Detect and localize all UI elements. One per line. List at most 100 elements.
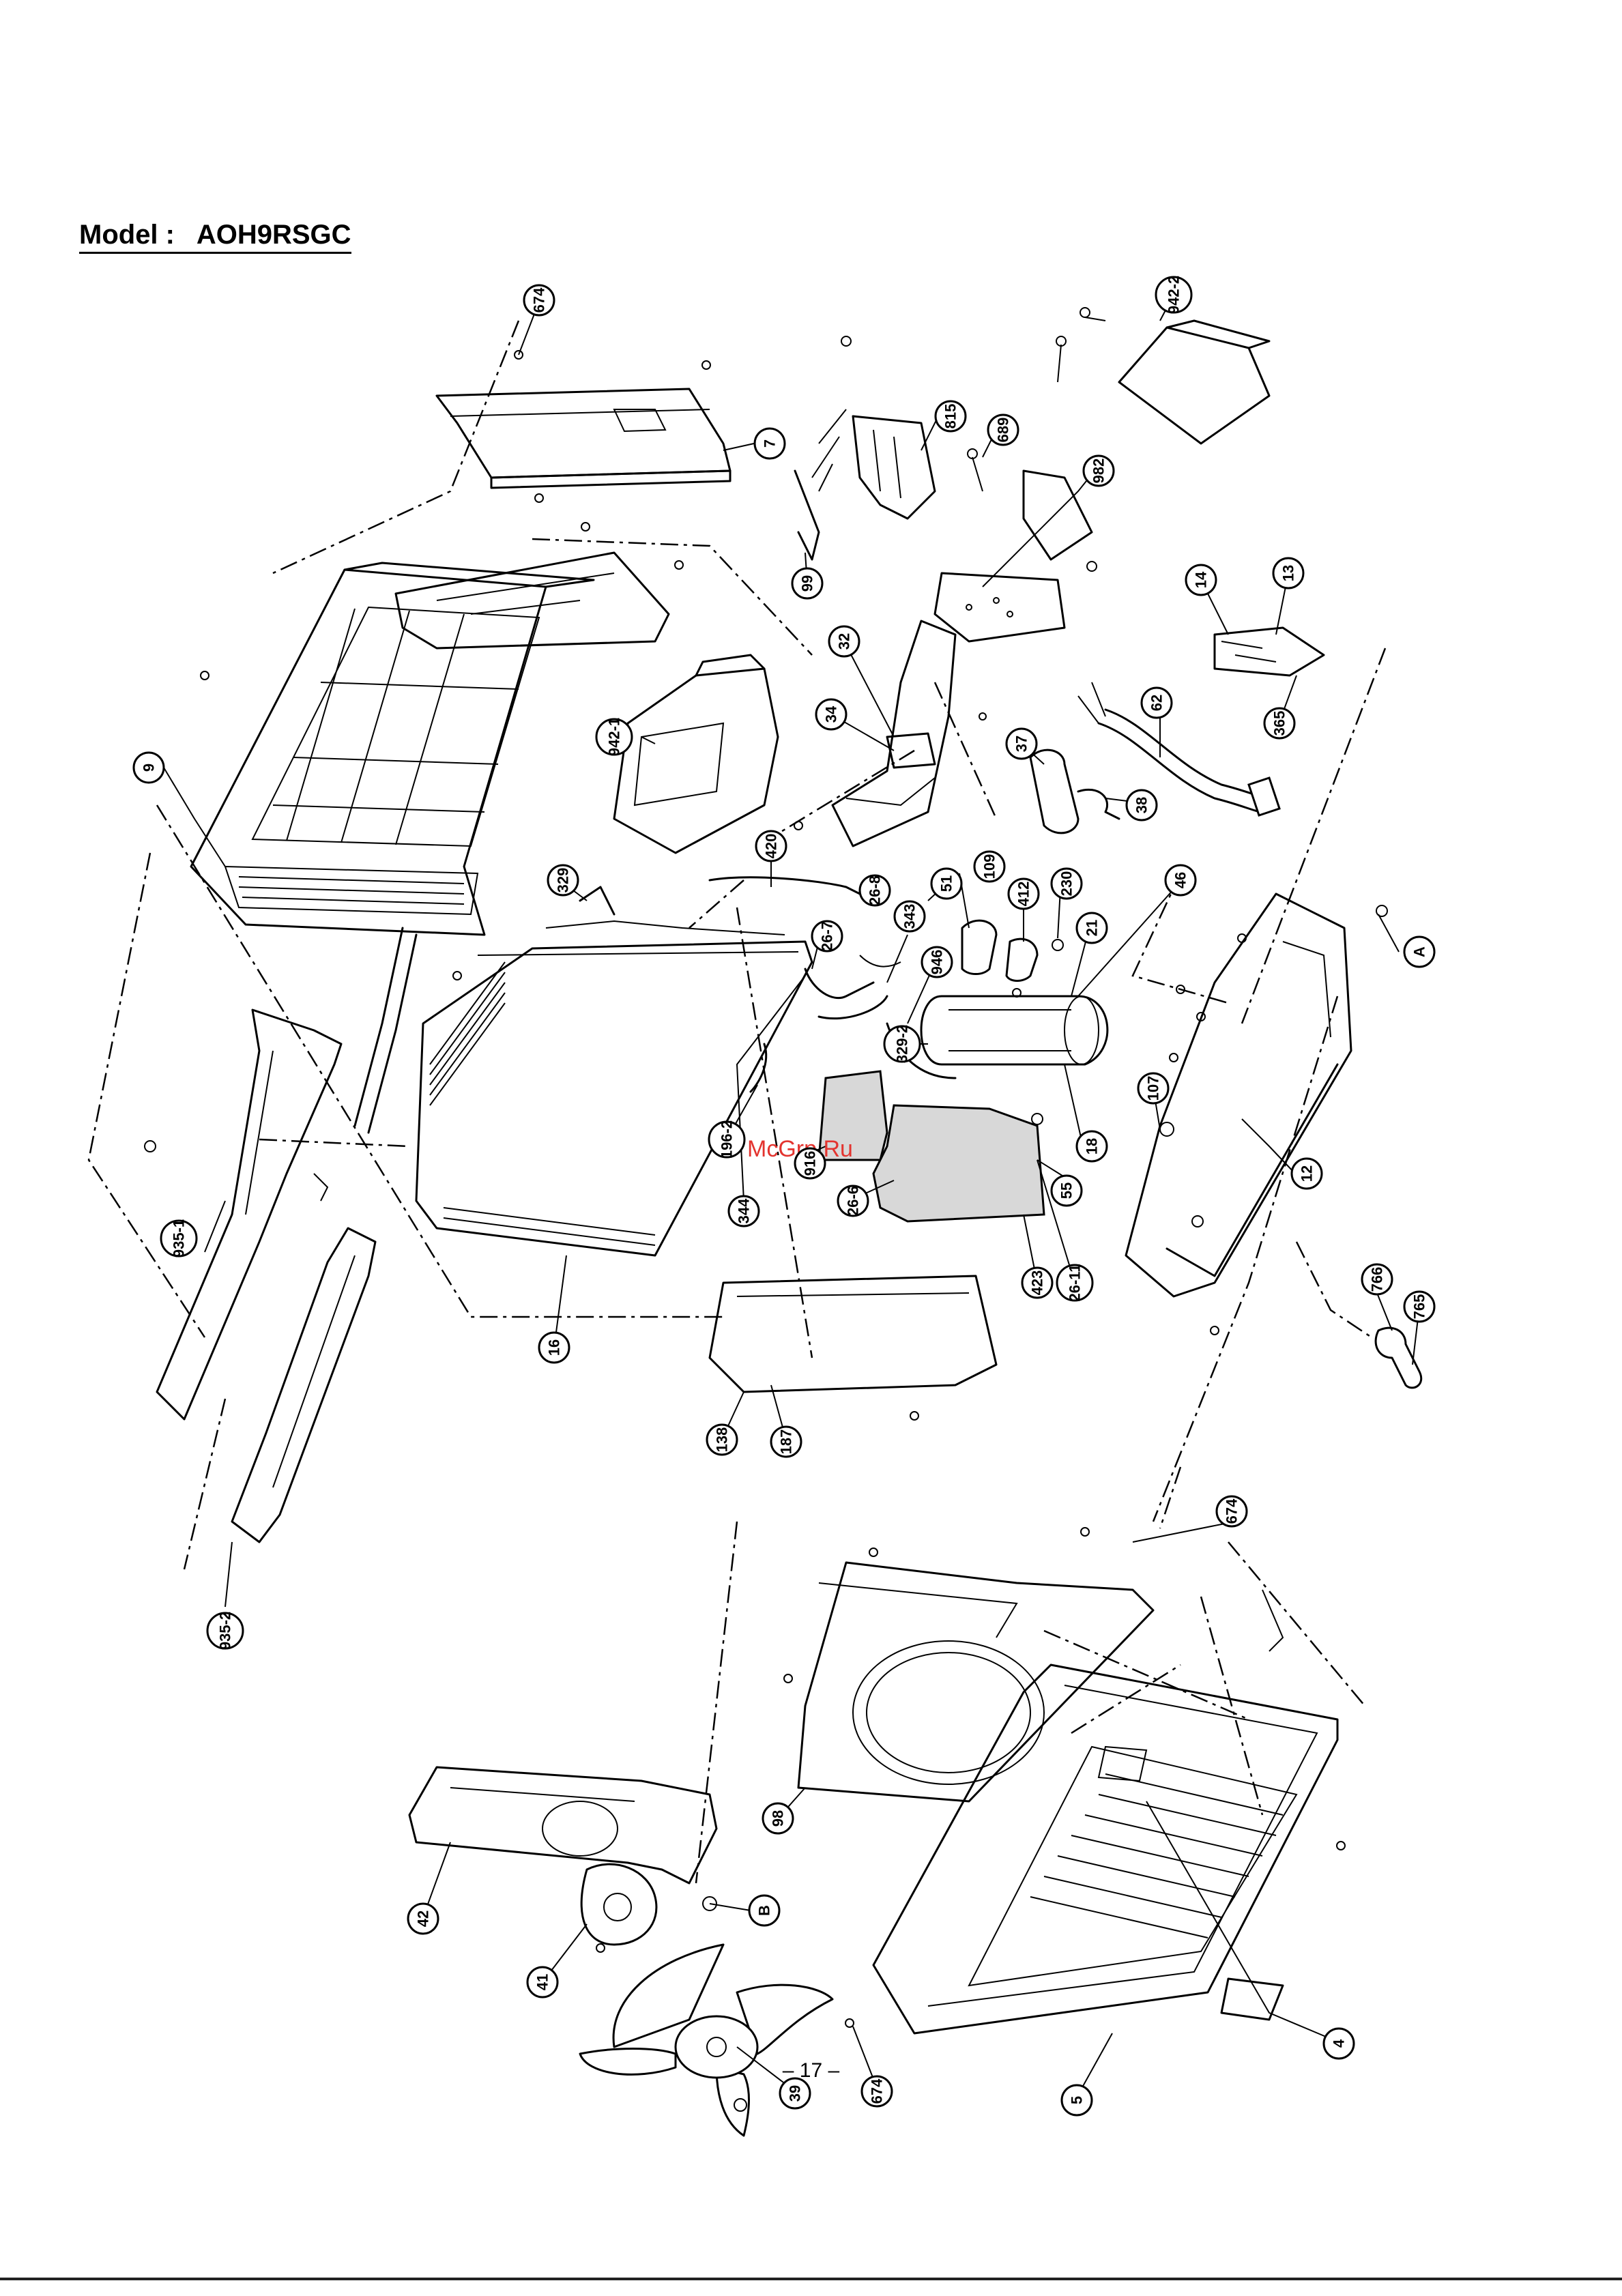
svg-text:62: 62 [1148, 695, 1165, 711]
callout-16: 16 [539, 1333, 569, 1363]
svg-text:412: 412 [1015, 882, 1032, 907]
callout-138: 138 [707, 1425, 737, 1455]
callout-935-1: 935-1 [161, 1219, 197, 1258]
callout-13: 13 [1273, 558, 1303, 588]
callout-14: 14 [1186, 565, 1216, 595]
fan-shroud-part [784, 1528, 1283, 1801]
svg-text:32: 32 [836, 633, 853, 650]
svg-text:39: 39 [787, 2085, 804, 2102]
callout-7: 7 [755, 428, 785, 459]
svg-text:A: A [1411, 946, 1428, 957]
callout-26-8: 26-8 [860, 875, 890, 905]
svg-text:107: 107 [1145, 1076, 1162, 1101]
callout-12: 12 [1292, 1159, 1322, 1189]
callout-4: 4 [1324, 2029, 1354, 2059]
partition-plate-part [710, 1276, 996, 1420]
callout-26-6: 26-6 [838, 1186, 868, 1216]
callout-365: 365 [1264, 708, 1294, 738]
callout-343: 343 [895, 901, 925, 931]
svg-text:4: 4 [1331, 2039, 1348, 2048]
callout-21: 21 [1077, 913, 1107, 943]
callout-55: 55 [1052, 1176, 1082, 1206]
callout-5: 5 [1062, 2085, 1092, 2115]
front-panel-part [845, 1665, 1345, 2033]
callout-B: B [749, 1895, 779, 1926]
svg-text:423: 423 [1029, 1270, 1046, 1296]
svg-text:344: 344 [736, 1198, 753, 1223]
bottom-rule [0, 2278, 1622, 2280]
top-bracket-part [396, 494, 683, 648]
svg-text:765: 765 [1411, 1294, 1428, 1320]
callout-98: 98 [763, 1803, 793, 1833]
svg-text:420: 420 [763, 834, 780, 859]
callout-916: 916 [795, 1148, 825, 1178]
svg-text:38: 38 [1133, 797, 1150, 813]
svg-text:18: 18 [1084, 1138, 1101, 1154]
compressor-part [921, 920, 1107, 1064]
svg-text:13: 13 [1280, 565, 1297, 581]
svg-text:7: 7 [762, 439, 779, 448]
base-plate-part [1126, 894, 1387, 1335]
callout-109: 109 [974, 852, 1004, 882]
svg-text:12: 12 [1299, 1165, 1316, 1182]
svg-text:343: 343 [901, 904, 918, 929]
svg-text:B: B [756, 1905, 773, 1916]
svg-text:674: 674 [1223, 1498, 1241, 1524]
callout-51: 51 [931, 869, 961, 899]
callout-46: 46 [1165, 865, 1196, 895]
svg-text:230: 230 [1058, 871, 1075, 897]
callout-230: 230 [1052, 869, 1082, 899]
terminal-block-part [795, 336, 983, 560]
control-box-part [1024, 308, 1269, 571]
callout-935-2: 935-2 [207, 1612, 243, 1650]
svg-text:34: 34 [823, 706, 840, 723]
svg-text:329-2: 329-2 [894, 1025, 911, 1063]
inner-box-part [614, 655, 802, 853]
callout-420: 420 [756, 831, 786, 861]
svg-text:26-8: 26-8 [867, 875, 884, 905]
svg-text:99: 99 [799, 575, 816, 592]
callout-38: 38 [1127, 790, 1157, 820]
page-number: – 17 – [0, 2059, 1622, 2082]
svg-text:196-2: 196-2 [719, 1120, 736, 1159]
callout-26-11: 26-11 [1057, 1264, 1092, 1301]
svg-text:14: 14 [1193, 571, 1210, 588]
svg-text:942-2: 942-2 [1165, 276, 1183, 314]
callout-18: 18 [1077, 1131, 1107, 1161]
svg-text:674: 674 [531, 287, 548, 313]
svg-text:26-11: 26-11 [1067, 1264, 1084, 1301]
svg-text:187: 187 [778, 1429, 795, 1455]
svg-text:916: 916 [802, 1151, 819, 1176]
capacitor-part [1030, 750, 1119, 833]
callout-423: 423 [1022, 1268, 1052, 1298]
svg-text:46: 46 [1172, 872, 1189, 888]
svg-text:21: 21 [1084, 920, 1101, 936]
callout-196-2: 196-2 [709, 1120, 744, 1159]
callout-41: 41 [527, 1967, 557, 1997]
callout-A: A [1404, 937, 1434, 967]
svg-text:946: 946 [929, 950, 946, 975]
callout-62: 62 [1142, 688, 1172, 718]
callout-26-7: 26-7 [812, 921, 842, 951]
svg-text:9: 9 [141, 764, 158, 772]
callout-344: 344 [729, 1196, 759, 1226]
callout-107: 107 [1138, 1073, 1168, 1103]
pcb-board-part [935, 573, 1065, 641]
callout-187: 187 [771, 1427, 801, 1457]
svg-text:689: 689 [995, 418, 1012, 443]
callout-942-1: 942-1 [596, 718, 632, 756]
svg-text:815: 815 [942, 404, 959, 429]
svg-text:98: 98 [770, 1810, 787, 1827]
callout-329: 329 [548, 865, 578, 895]
svg-text:26-6: 26-6 [845, 1186, 862, 1216]
svg-text:37: 37 [1013, 736, 1030, 752]
svg-text:365: 365 [1271, 711, 1288, 736]
callout-765: 765 [1404, 1292, 1434, 1322]
callout-412: 412 [1009, 879, 1039, 909]
callout-42: 42 [408, 1904, 438, 1934]
callout-39: 39 [780, 2078, 810, 2108]
top-panel-part [437, 351, 730, 488]
svg-text:26-7: 26-7 [819, 921, 836, 951]
callout-942-2: 942-2 [1156, 276, 1191, 314]
